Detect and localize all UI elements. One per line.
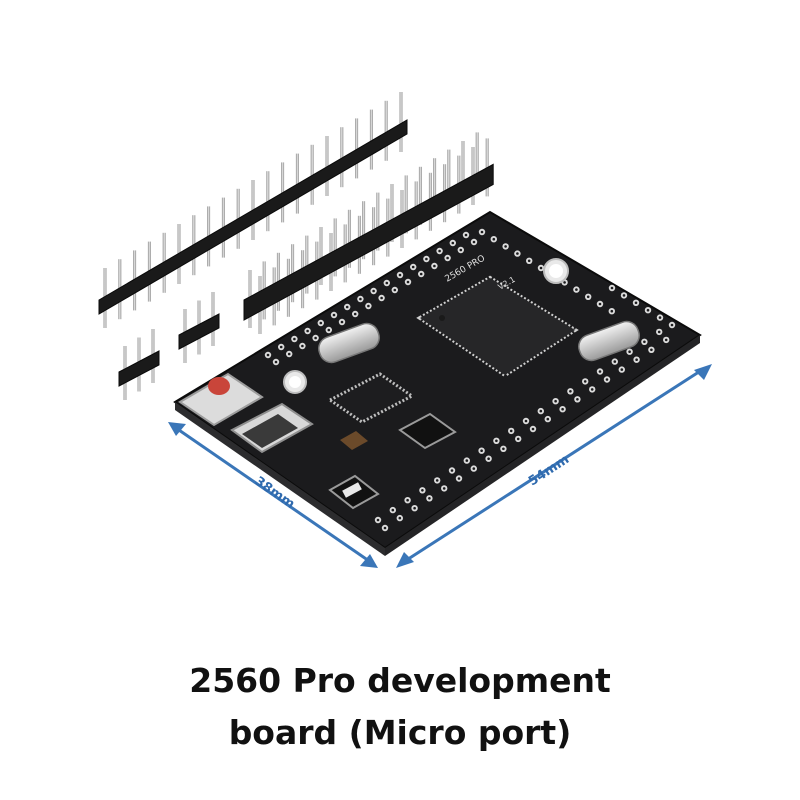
reset-button (178, 372, 264, 427)
pin-header-long (98, 92, 408, 328)
voltage-regulator (398, 412, 457, 450)
capacitor (340, 431, 368, 450)
voltage-regulator (328, 474, 380, 510)
pin-header-double (243, 132, 494, 334)
caption-line-1: 2560 Pro development (189, 661, 611, 700)
product-caption: 2560 Pro development board (Micro port) (0, 655, 800, 759)
pcb-board: 2560 PRO V2.1 (173, 210, 702, 556)
mcu-chip (416, 275, 579, 378)
micro-usb-port (230, 402, 314, 454)
mounting-hole (283, 370, 307, 394)
usb-serial-chip (327, 372, 415, 424)
caption-line-2: board (Micro port) (228, 713, 572, 752)
product-photo: 2560 PRO V2.1 38mm 54mm (98, 92, 712, 568)
mounting-hole (543, 258, 569, 284)
crystal-oscillator (578, 320, 640, 362)
pin-header-short-left (118, 329, 160, 400)
length-dimension-label: 54mm (526, 452, 572, 489)
pin-header-short-mid (178, 292, 220, 363)
crystal-oscillator (318, 322, 380, 364)
